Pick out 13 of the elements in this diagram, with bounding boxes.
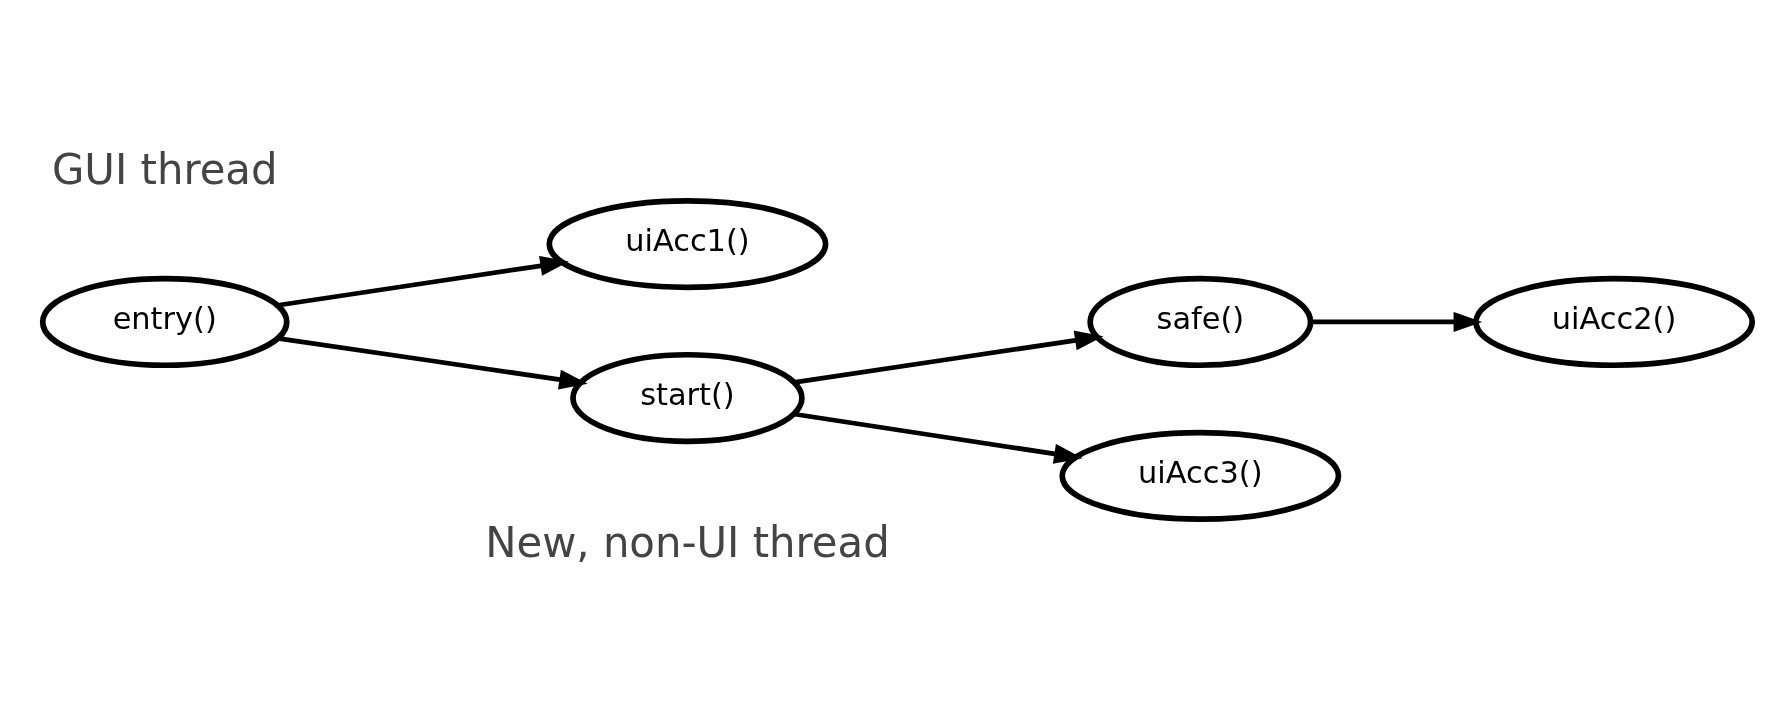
arrow bbox=[277, 255, 569, 308]
arrow bbox=[277, 335, 588, 390]
arrow bbox=[793, 411, 1083, 464]
label: GUI thread bbox=[51, 145, 278, 195]
node-ellipse: safe() bbox=[1087, 275, 1314, 369]
label: New, non-UI thread bbox=[485, 517, 890, 567]
arrow bbox=[793, 330, 1104, 385]
arrow bbox=[1311, 312, 1483, 332]
node-ellipse: uiAcc1() bbox=[546, 197, 829, 291]
node-ellipse: uiAcc3() bbox=[1059, 429, 1342, 523]
node-ellipse: start() bbox=[570, 351, 805, 445]
node-ellipse: entry() bbox=[39, 275, 290, 369]
node-ellipse: uiAcc2() bbox=[1473, 275, 1756, 369]
